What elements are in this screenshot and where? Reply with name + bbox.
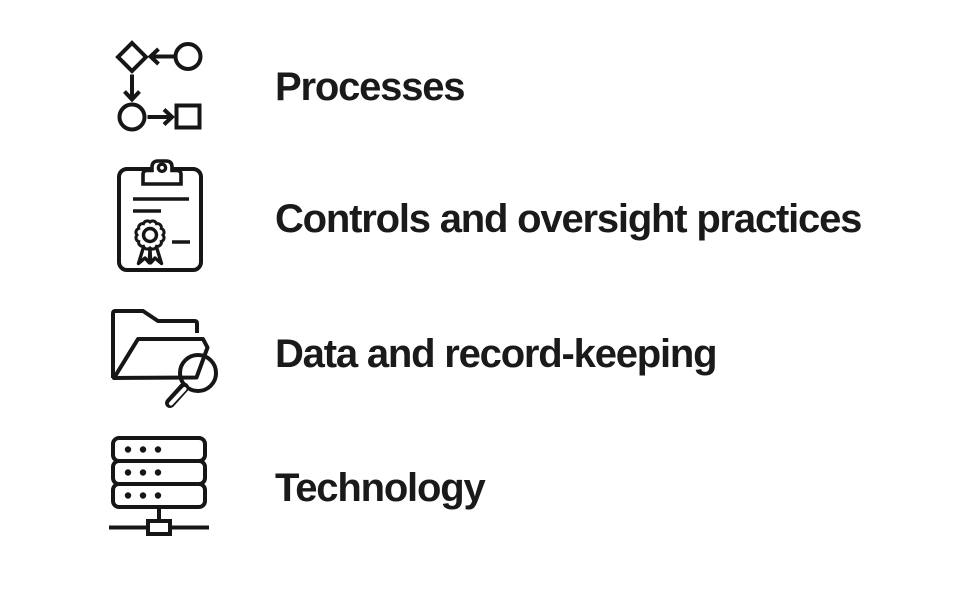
- folder-search-icon: [101, 300, 219, 410]
- list-item-label-processes: Processes: [275, 65, 466, 109]
- certificate-clipboard-icon: [115, 157, 205, 272]
- list-item-label-data: Data and record-keeping: [275, 332, 718, 376]
- flowchart-icon: [112, 38, 206, 132]
- list-item-label-technology: Technology: [275, 466, 486, 510]
- list-item-label-controls: Controls and oversight practices: [275, 197, 862, 241]
- server-network-icon: [107, 430, 211, 538]
